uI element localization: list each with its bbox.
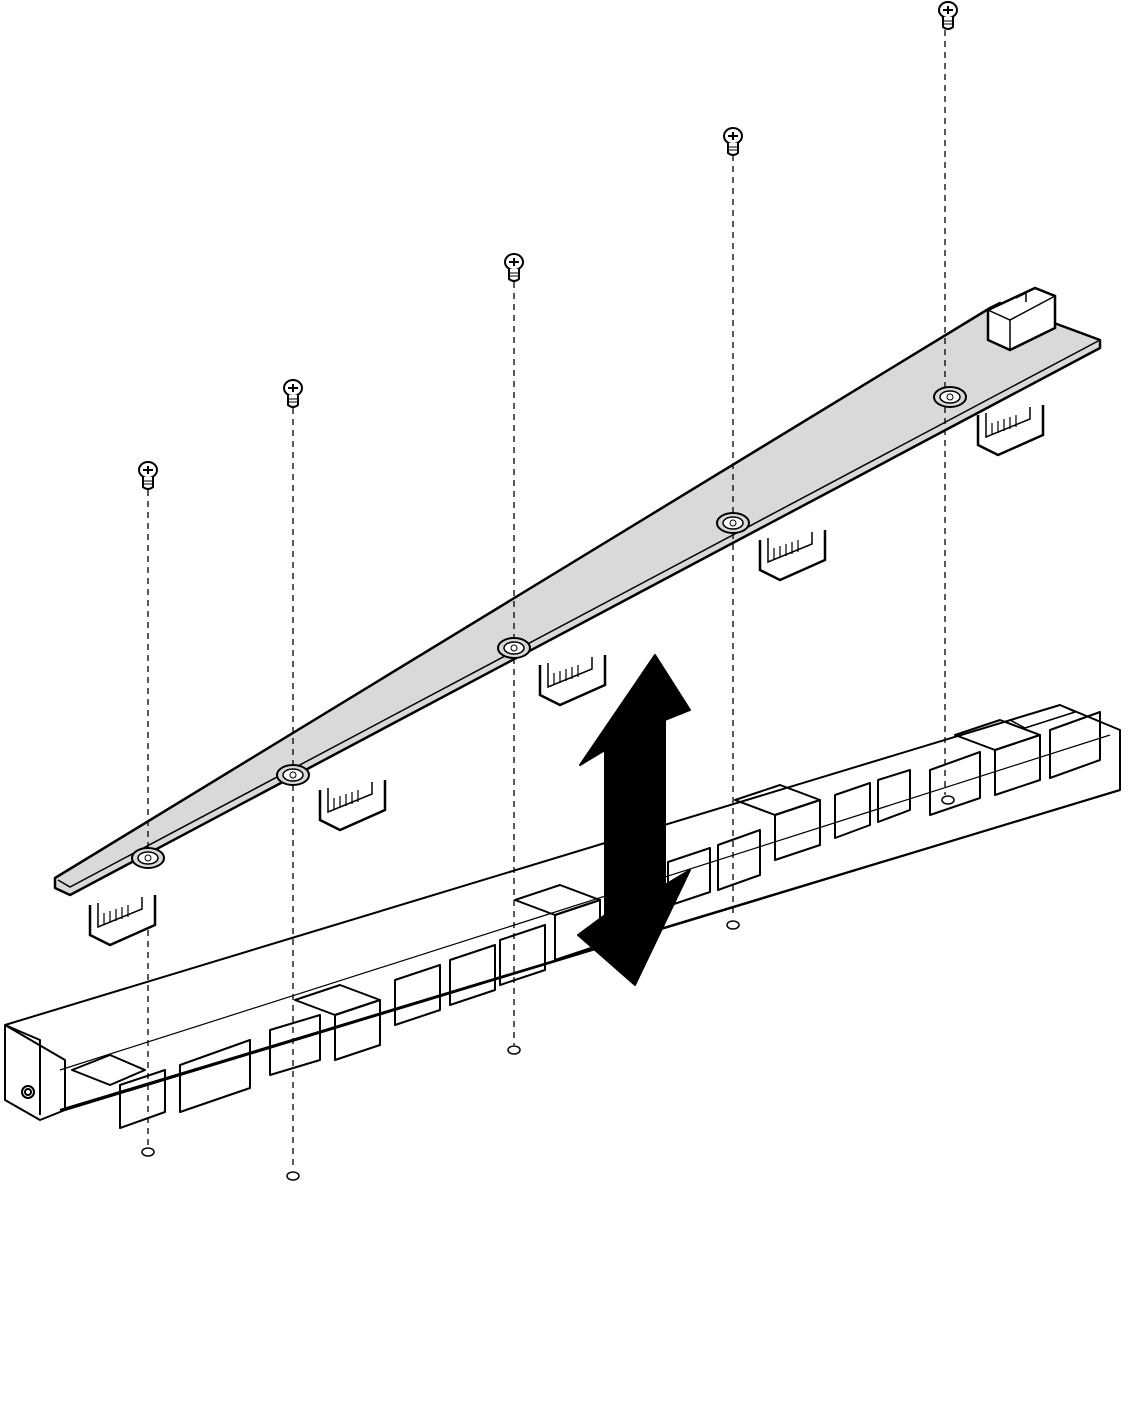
board [53, 286, 1102, 897]
screw-hole [497, 637, 531, 659]
connector [88, 893, 157, 947]
screw-hole [276, 764, 310, 786]
screw [938, 1, 958, 30]
screw [283, 379, 303, 408]
screw [504, 253, 524, 282]
screw-hole [933, 386, 967, 408]
alignment-lines [147, 30, 946, 1170]
screw-hole [131, 847, 165, 869]
bracket [4, 704, 1121, 1129]
bracket-hole [141, 795, 955, 1181]
connector [538, 653, 607, 707]
double-headed-arrow-icon [577, 654, 691, 986]
connector [318, 778, 387, 832]
screw-hole [716, 512, 750, 534]
screw [138, 461, 158, 490]
screw [723, 127, 743, 156]
connector [758, 528, 827, 582]
connector [976, 403, 1045, 457]
